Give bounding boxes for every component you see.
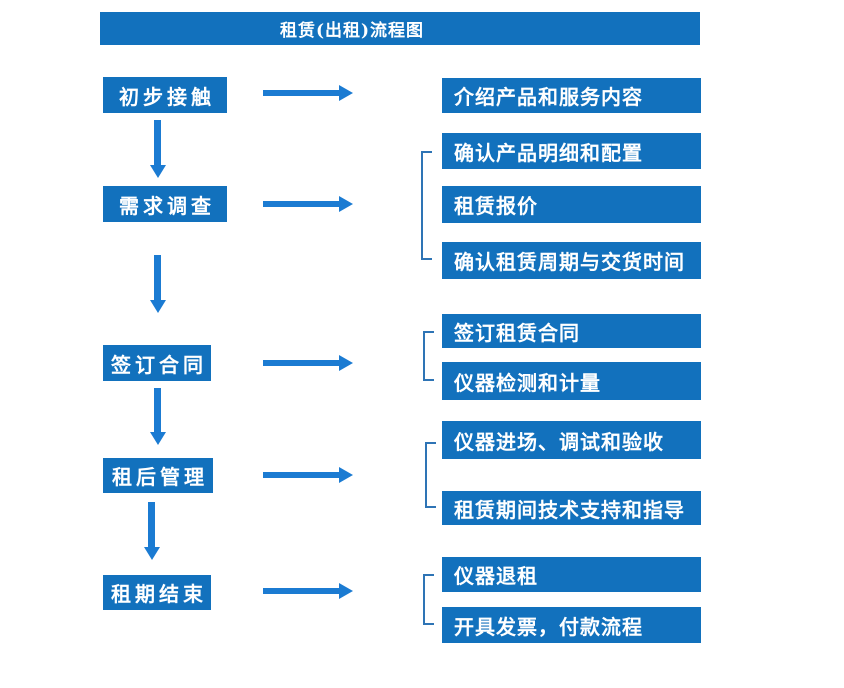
right-arrow-5-icon: [263, 583, 353, 599]
flowchart-title: 租赁(出租)流程图: [100, 12, 700, 45]
group-bracket-demand-survey: [421, 151, 432, 260]
detail-box-technical-support: 租赁期间技术支持和指导: [442, 491, 701, 525]
detail-box-instrument-return: 仪器退租: [442, 557, 701, 592]
group-bracket-lease-end: [423, 574, 434, 625]
detail-box-introduce-products: 介绍产品和服务内容: [442, 78, 701, 113]
detail-box-confirm-product-config: 确认产品明细和配置: [442, 133, 701, 169]
right-arrow-4-icon: [263, 467, 353, 483]
detail-box-sign-rental-contract: 签订租赁合同: [442, 314, 701, 348]
step-box-sign-contract: 签订合同: [103, 345, 211, 381]
group-bracket-sign-contract: [423, 331, 434, 381]
detail-box-rental-quotation: 租赁报价: [442, 186, 701, 223]
detail-box-confirm-period-delivery: 确认租赁周期与交货时间: [442, 242, 701, 279]
group-bracket-post-rental: [425, 442, 436, 508]
detail-box-invoice-payment: 开具发票，付款流程: [442, 607, 701, 643]
detail-box-instrument-inspection: 仪器检测和计量: [442, 362, 701, 400]
down-arrow-3-icon: [149, 388, 166, 445]
down-arrow-4-icon: [143, 502, 160, 560]
detail-box-instrument-arrival-acceptance: 仪器进场、调试和验收: [442, 421, 701, 459]
step-box-lease-end: 租期结束: [103, 575, 211, 610]
down-arrow-1-icon: [149, 120, 166, 178]
step-box-initial-contact: 初步接触: [103, 77, 227, 113]
step-box-post-rental-management: 租后管理: [103, 458, 213, 493]
down-arrow-2-icon: [149, 255, 166, 313]
right-arrow-1-icon: [263, 85, 353, 101]
step-box-demand-survey: 需求调查: [103, 186, 227, 222]
right-arrow-2-icon: [263, 196, 353, 212]
right-arrow-3-icon: [263, 355, 353, 371]
